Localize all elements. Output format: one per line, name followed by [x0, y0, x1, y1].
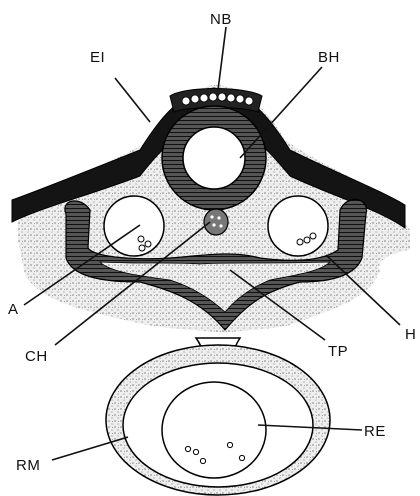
label-rm: RM	[16, 457, 40, 474]
label-bh: BH	[318, 49, 340, 66]
label-ei: EI	[90, 49, 105, 66]
right-cavity	[268, 196, 328, 256]
brain-hollow-cavity	[183, 127, 245, 189]
label-nb: NB	[210, 11, 232, 28]
notochord	[204, 209, 228, 235]
label-re: RE	[364, 423, 386, 440]
label-ch: CH	[25, 348, 48, 365]
label-h: H	[405, 326, 416, 343]
inner-sac	[162, 382, 266, 478]
left-cavity	[104, 196, 164, 256]
label-tp: TP	[328, 343, 348, 360]
label-a: A	[8, 301, 19, 318]
